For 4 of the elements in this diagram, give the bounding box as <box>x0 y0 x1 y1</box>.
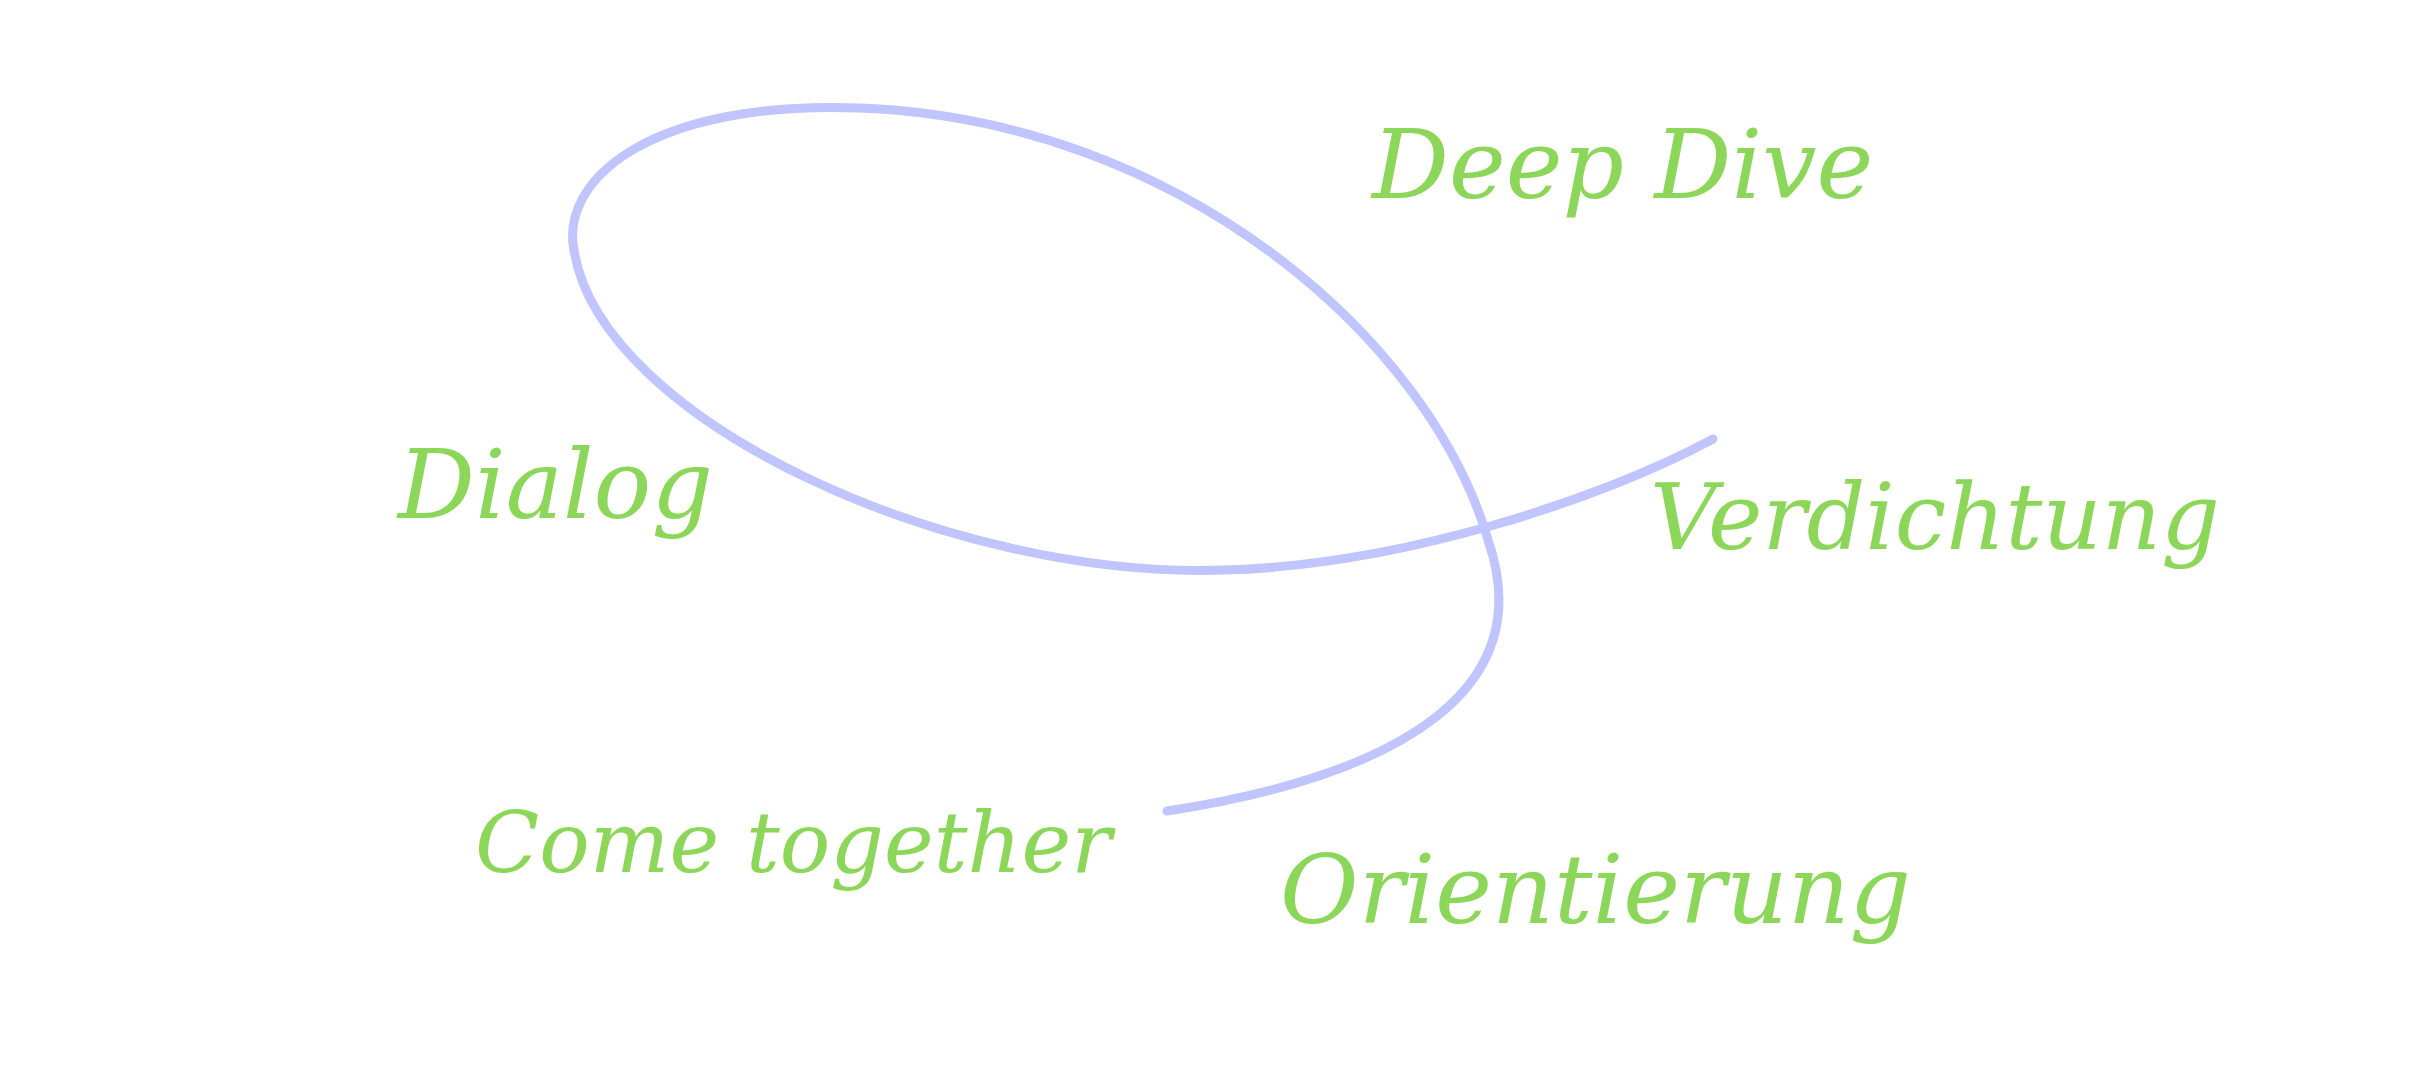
step-label: Orientierung <box>1280 835 1912 946</box>
step-label: Verdichtung <box>1650 465 2220 571</box>
step-label: Dialog <box>398 430 713 541</box>
step-label: Deep Dive <box>1372 110 1874 221</box>
